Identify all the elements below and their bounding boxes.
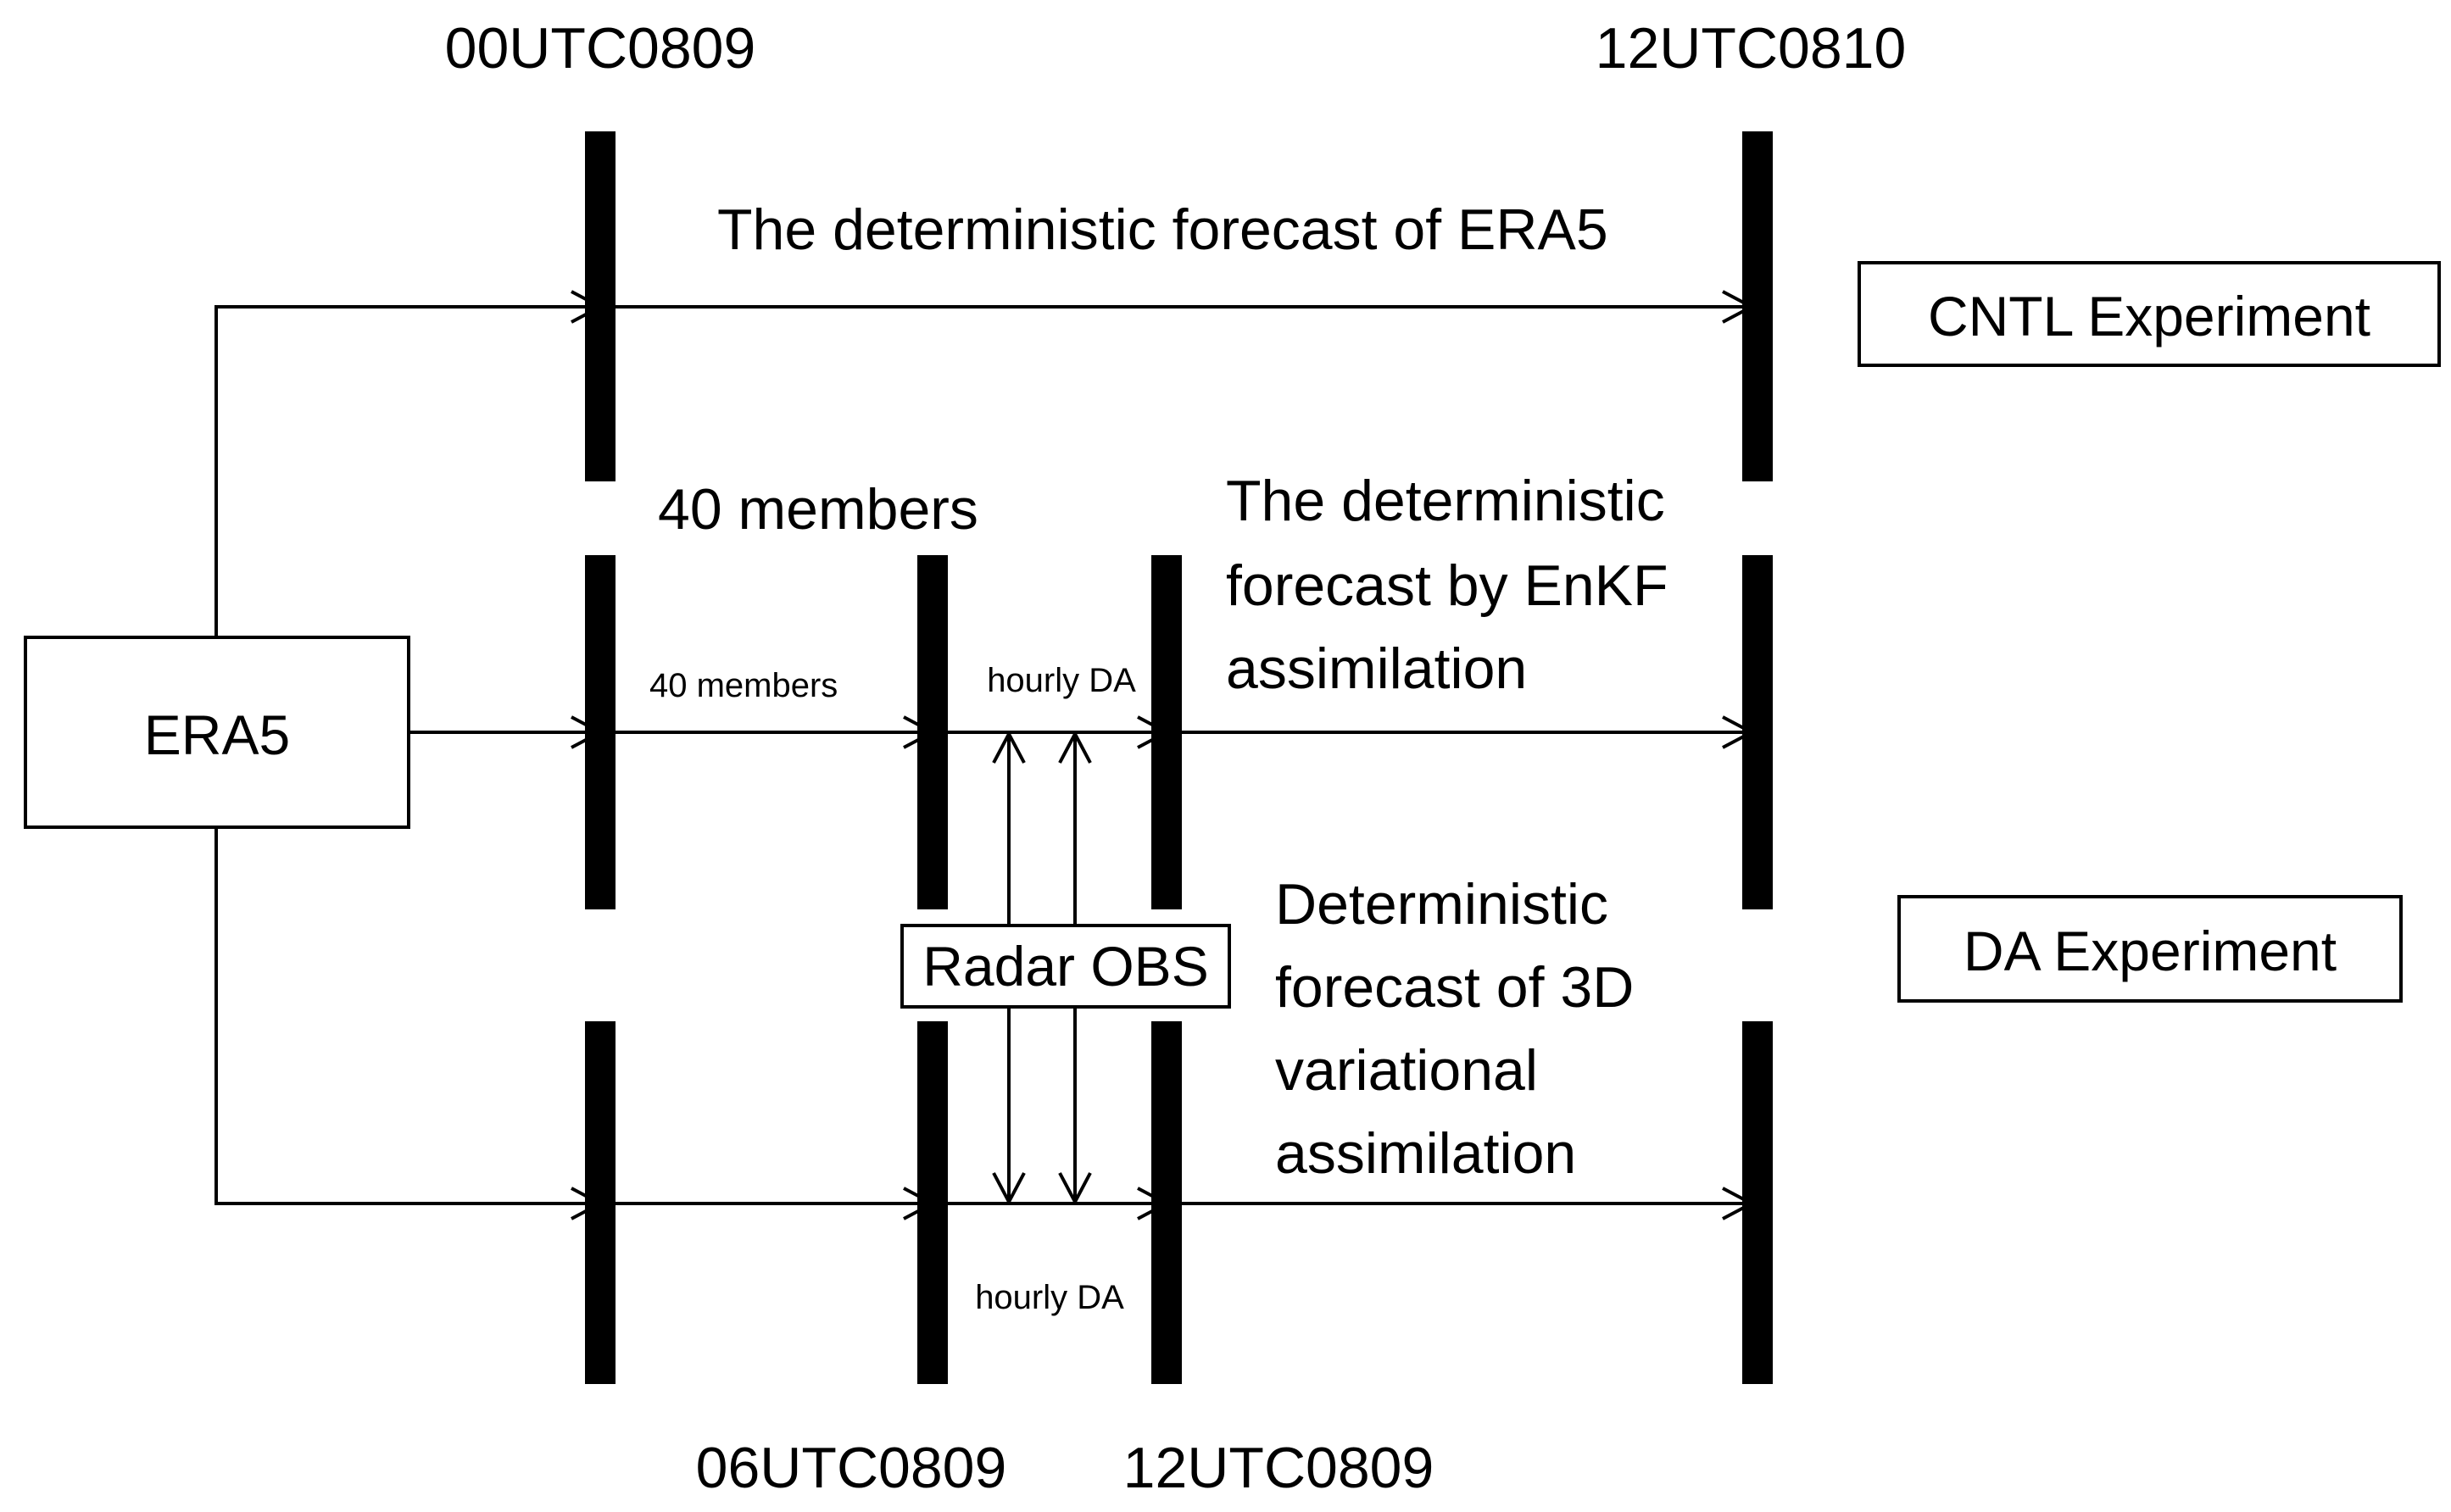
forecast-arrows — [616, 307, 1752, 1203]
hourly-da-label-bottom: hourly DA — [975, 1279, 1124, 1316]
connectors — [214, 307, 600, 1203]
time-label-12utc0809: 12UTC0809 — [1123, 1436, 1434, 1500]
radar-obs-box: Radar OBS — [900, 924, 1231, 1009]
era5-to-3dvar-connector — [214, 827, 600, 1203]
var-label-line-1: Deterministic — [1275, 872, 1608, 937]
time-label-06utc0809: 06UTC0809 — [696, 1436, 1007, 1500]
radar-obs-arrows — [1009, 734, 1075, 1202]
descriptive-labels: The deterministic forecast of ERA5 40 me… — [649, 197, 1668, 1316]
da-experiment-label: DA Experiment — [1964, 920, 2337, 982]
enkf-label-line-2: forecast by EnKF — [1226, 553, 1668, 618]
cntl-experiment-box: CNTL Experiment — [1858, 261, 2441, 367]
cntl-experiment-label: CNTL Experiment — [1928, 285, 2370, 347]
da-experiment-box: DA Experiment — [1897, 895, 2403, 1003]
var-label-line-4: assimilation — [1275, 1121, 1576, 1186]
time-label-12utc0810: 12UTC0810 — [1596, 16, 1907, 81]
time-labels: 00UTC0809 12UTC0810 06UTC0809 12UTC0809 — [445, 16, 1907, 1500]
time-label-00utc0809: 00UTC0809 — [445, 16, 756, 81]
members-label-small: 40 members — [649, 667, 838, 704]
era5-label: ERA5 — [144, 703, 290, 766]
era5-box: ERA5 — [24, 636, 410, 829]
members-label-large: 40 members — [658, 477, 978, 542]
var-label-line-3: variational — [1275, 1038, 1538, 1103]
radar-obs-label: Radar OBS — [922, 935, 1208, 998]
enkf-label-line-3: assimilation — [1226, 636, 1527, 701]
era5-to-cntl-connector — [214, 307, 600, 637]
var-label-line-2: forecast of 3D — [1275, 955, 1634, 1020]
enkf-label-line-1: The deterministic — [1226, 469, 1665, 533]
cntl-forecast-label: The deterministic forecast of ERA5 — [717, 197, 1608, 262]
time-bars — [585, 131, 1773, 1384]
hourly-da-label-top: hourly DA — [987, 662, 1136, 699]
